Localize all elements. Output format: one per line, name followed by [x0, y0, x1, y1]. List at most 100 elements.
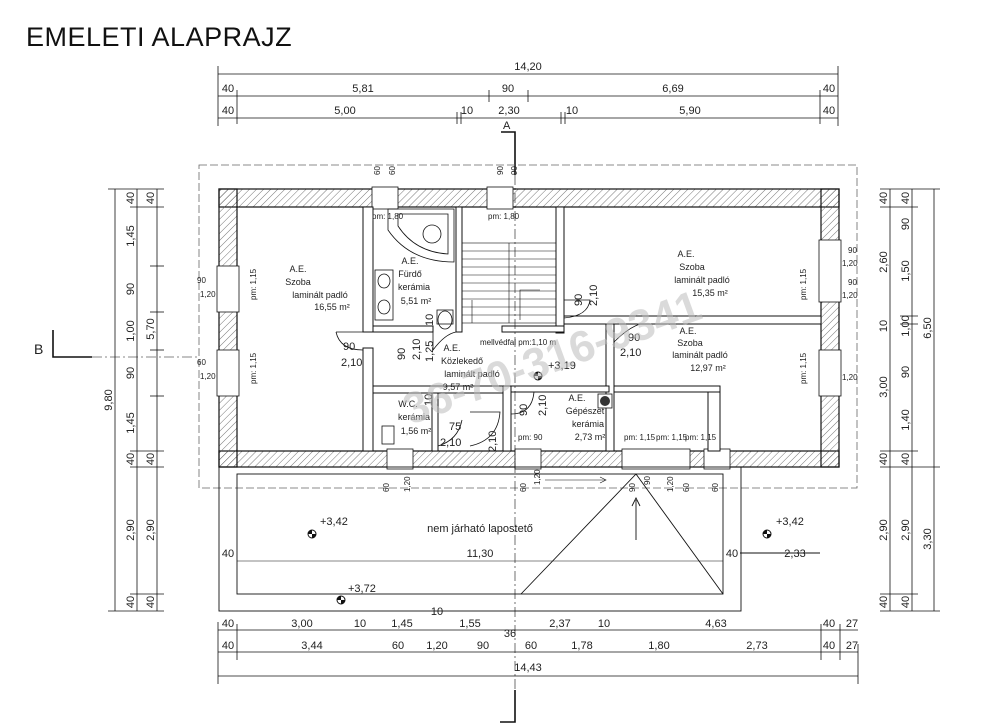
level-label: +3,72 — [348, 583, 376, 595]
room-floor: kerámia — [398, 282, 430, 292]
window-dim: 1,20 — [842, 291, 858, 300]
room-floor: laminált padló — [672, 350, 728, 360]
room-area: 9,57 m² — [443, 382, 474, 392]
room-code: W.C. — [398, 399, 418, 409]
door-width: 90 — [518, 404, 530, 416]
sill-label: pm: 1,15 — [249, 352, 258, 384]
door-swings — [335, 299, 641, 447]
dim-label: 2,60 — [878, 251, 890, 272]
room-code: A.E. — [401, 256, 418, 266]
window-dim: 60 — [373, 166, 382, 175]
dim-label: 90 — [900, 218, 912, 230]
door-height: 2,10 — [588, 285, 600, 306]
room-name: Fürdő — [398, 269, 422, 279]
window-dim: 90 — [848, 246, 857, 255]
door-width: 90 — [396, 348, 408, 360]
sill-label: pm: 1,15 — [624, 433, 656, 442]
window-dim: 1,20 — [842, 259, 858, 268]
door-width: 90 — [343, 341, 355, 353]
room-area: 16,55 m² — [314, 302, 350, 312]
dim-label: 90 — [900, 366, 912, 378]
right-dimensions — [880, 188, 940, 612]
window-dim: 90 — [496, 166, 505, 175]
dim-label: 40 — [145, 192, 157, 204]
room-floor: kerámia — [572, 419, 604, 429]
dim-label: 4,63 — [705, 618, 726, 630]
sill-label: pm: 1,15 — [249, 268, 258, 300]
window-labels: 60 60 90 90 1,20 90 1,20 60 1,20 90 1,20… — [197, 166, 858, 492]
dim-label: 3,30 — [922, 528, 934, 549]
dim-label: 27 — [846, 618, 858, 630]
window-dim: 90 — [510, 166, 519, 175]
room-floor: laminált padló — [674, 275, 730, 285]
dim-label: 40 — [222, 83, 234, 95]
dim-label: 40 — [125, 596, 137, 608]
section-mark-b — [52, 330, 92, 358]
room-area: 2,73 m² — [575, 432, 606, 442]
flat-roof — [218, 466, 820, 612]
dim-label: 1,00 — [900, 315, 912, 336]
window-dim: 90 — [643, 476, 652, 485]
dim-label: 40 — [878, 453, 890, 465]
dim-label: 9,80 — [103, 389, 115, 410]
dim-label: 2,37 — [549, 618, 570, 630]
sill-label: pm: 1,15 — [799, 352, 808, 384]
room-code: A.E. — [289, 264, 306, 274]
dim-label: 40 — [125, 453, 137, 465]
dim-label: 3,00 — [291, 618, 312, 630]
dim-label: 5,00 — [334, 105, 355, 117]
room-floor: laminált padló — [292, 290, 348, 300]
dim-label: 1,45 — [125, 412, 137, 433]
room-area: 12,97 m² — [690, 363, 726, 373]
room-code: A.E. — [568, 393, 585, 403]
dim-label: 60 — [392, 640, 404, 652]
left-dim-labels: 9,80 40 5,70 40 2,90 40 40 1,45 90 1,00 … — [103, 192, 157, 608]
section-mark-a-bottom — [500, 690, 516, 723]
dim-label: 2,90 — [900, 519, 912, 540]
window-dim: 1,20 — [200, 372, 216, 381]
room-labels: A.E. Szoba laminált padló 16,55 m² A.E. … — [285, 249, 730, 442]
door-dim: 10 — [424, 314, 436, 326]
bottom-dim-total: 14,43 — [514, 662, 542, 674]
flat-roof-side: 2,33 — [784, 548, 805, 560]
dim-label: 40 — [125, 192, 137, 204]
door-height: 2,10 — [341, 357, 362, 369]
door-height: 2,10 — [411, 339, 423, 360]
window-dim: 60 — [388, 166, 397, 175]
dim-label: 10 — [431, 606, 443, 618]
dim-label: 10 — [354, 618, 366, 630]
dim-label: 40 — [823, 83, 835, 95]
sill-label: pm: 1,15 — [799, 268, 808, 300]
bottom-dimensions — [217, 622, 859, 684]
dim-label: 40 — [823, 640, 835, 652]
flat-roof-label: nem járható lapostető — [427, 523, 533, 535]
dim-label: 2,90 — [145, 519, 157, 540]
sill-label: pm: 1,15 — [685, 433, 717, 442]
window-dim: 1,20 — [842, 373, 858, 382]
door-height: 2,10 — [487, 431, 499, 452]
boiler-icon — [597, 393, 613, 409]
window-dim: 1,20 — [403, 476, 412, 492]
dim-label: 2,90 — [878, 519, 890, 540]
dim-label: 36 — [504, 628, 516, 640]
dim-label: 40 — [900, 596, 912, 608]
level-label: +3,19 — [548, 360, 576, 372]
dim-label: 1,78 — [571, 640, 592, 652]
sill-label: pm: 1,15 — [656, 433, 688, 442]
window-dim: 60 — [519, 483, 528, 492]
stairs — [461, 242, 557, 324]
room-area: 15,35 m² — [692, 288, 728, 298]
window-dim: 60 — [197, 358, 206, 367]
dim-label: 90 — [125, 283, 137, 295]
door-dim: 10 — [423, 394, 435, 406]
bottom-dim-labels: 40 3,00 10 1,45 1,55 36 2,37 10 4,63 40 … — [222, 618, 858, 674]
room-name: Gépészet — [566, 406, 605, 416]
dim-label: 3,44 — [301, 640, 322, 652]
window-dim: 60 — [711, 483, 720, 492]
section-label-a: A — [503, 120, 511, 132]
room-code: A.E. — [677, 249, 694, 259]
dim-label: 90 — [125, 367, 137, 379]
bathroom-fixtures — [374, 208, 455, 445]
sill-label: pm: 90 — [518, 433, 543, 442]
